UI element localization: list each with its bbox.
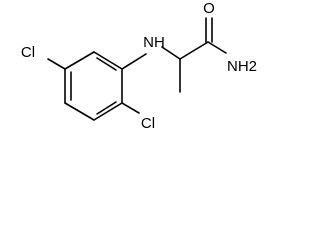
bond-ch-carbonyl (179, 41, 209, 60)
atom-label-o: O (203, 0, 215, 17)
ring-bond-top-left (64, 51, 95, 70)
ring-double-bond-bottom (96, 101, 117, 115)
benzene-ring (64, 51, 123, 121)
ring-bond-top-right (93, 51, 123, 70)
bond-ring-cl-left (47, 58, 66, 70)
atom-label-cl-left: Cl (21, 44, 35, 61)
ring-bond-bottom-right (93, 102, 123, 121)
atom-label-cl-bottom: Cl (141, 115, 155, 132)
ring-double-bond-top (96, 57, 117, 71)
bond-nh-ch (161, 46, 181, 60)
atom-label-nh2: NH2 (227, 58, 257, 75)
chemical-structure: Cl Cl NH O NH2 (21, 0, 257, 132)
ring-bond-bottom-left (64, 102, 95, 121)
atom-label-nh: NH (143, 34, 165, 51)
bond-ring-cl-bottom (121, 102, 140, 114)
bond-ring-nh (121, 53, 147, 70)
bond-carbonyl-nh2 (207, 41, 227, 54)
